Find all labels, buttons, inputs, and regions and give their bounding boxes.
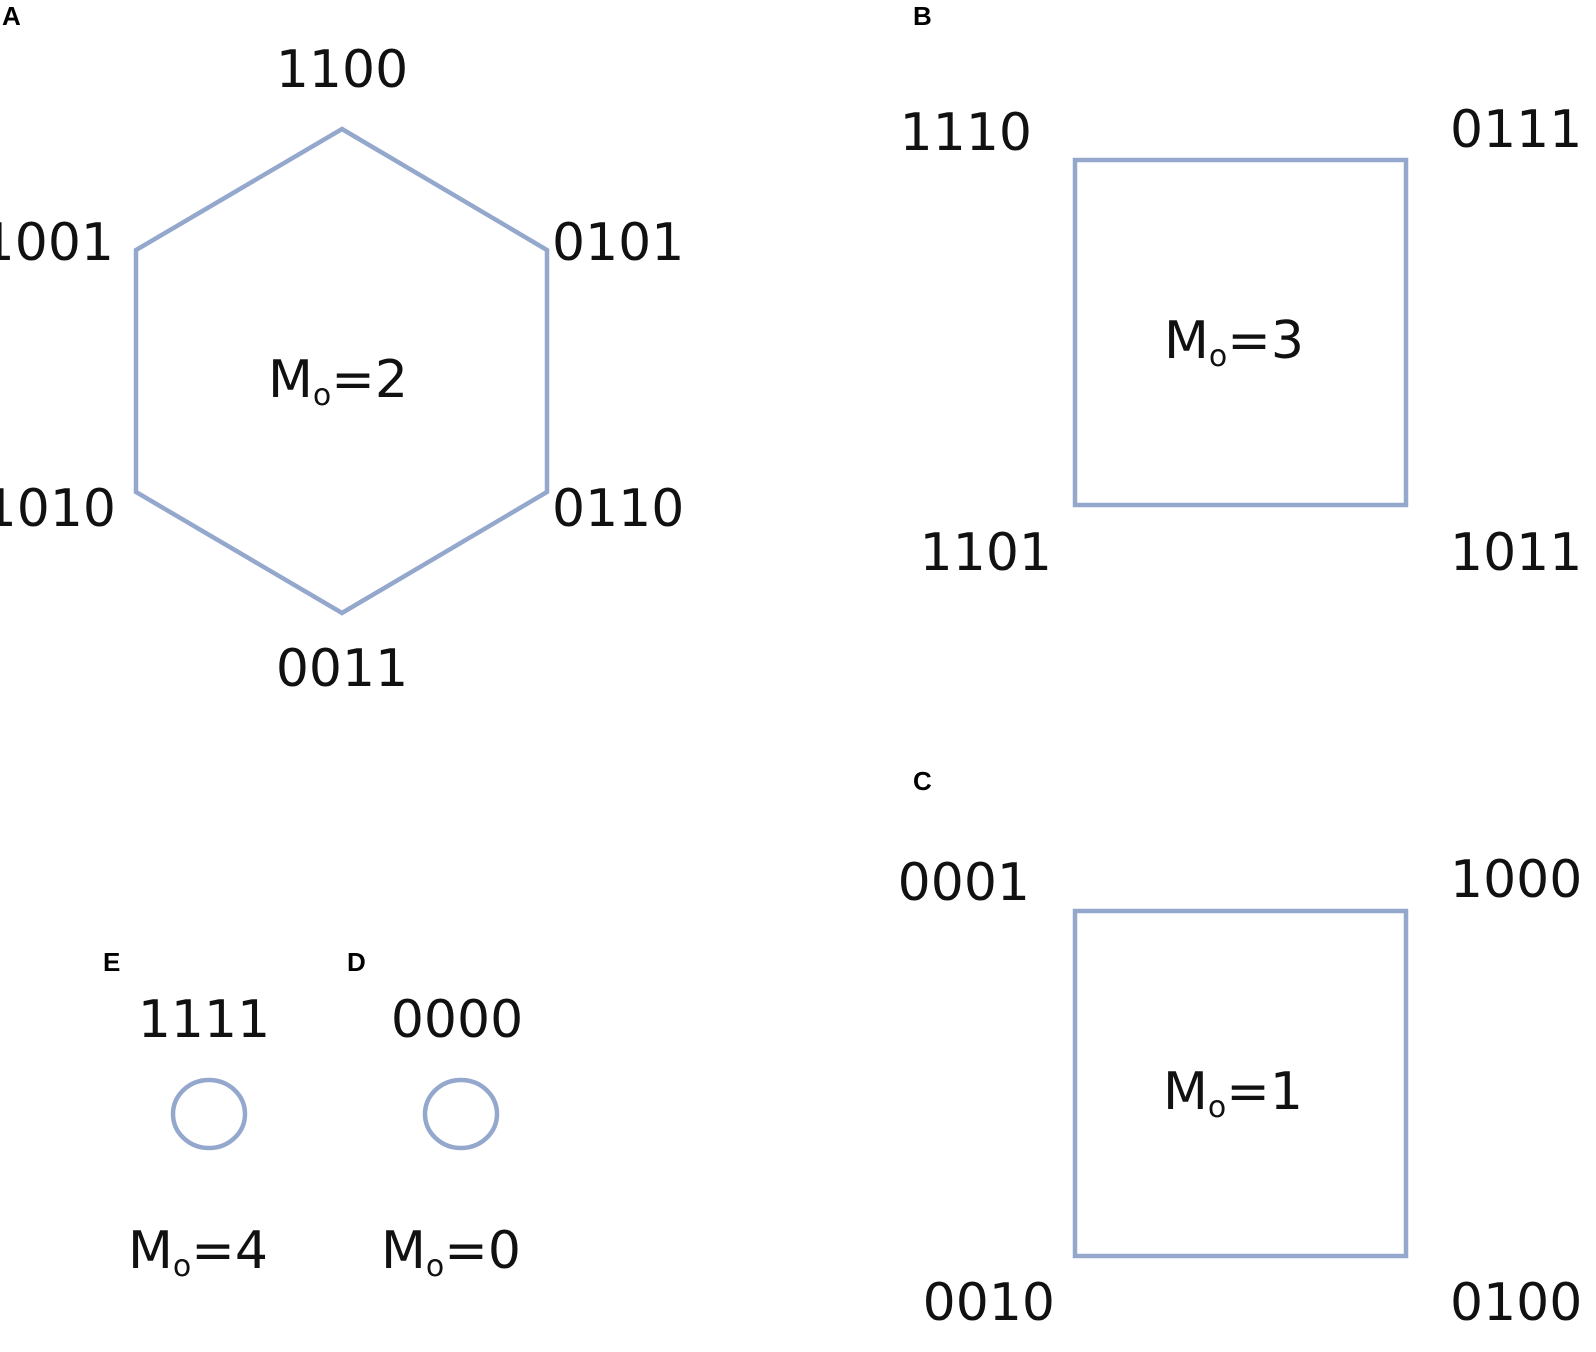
panel-d: D 0000 Mo=0	[347, 947, 523, 1284]
panel-c-state-top-right: 1000	[1450, 850, 1582, 910]
panel-d-loop	[422, 1077, 500, 1151]
panel-b: B 1110 0111 1011 1101 Mo=3	[900, 1, 1583, 583]
panel-b-letter: B	[913, 1, 932, 31]
panel-b-square	[1072, 157, 1409, 508]
panel-e: E 1111 Mo=4	[103, 947, 270, 1284]
panel-e-mo-label: Mo=4	[128, 1221, 268, 1284]
panel-a-letter: A	[2, 1, 21, 31]
panel-b-state-bottom-left: 1101	[920, 523, 1052, 583]
panel-a-state-top: 1100	[276, 40, 408, 100]
panel-c: C 0001 1000 0100 0010 Mo=1	[898, 766, 1583, 1333]
panel-e-letter: E	[103, 947, 120, 977]
panel-d-mo-label: Mo=0	[381, 1221, 521, 1284]
panel-a-mo-label: Mo=2	[268, 350, 408, 413]
panel-a-state-bottom: 0011	[276, 639, 408, 699]
panel-b-state-bottom-right: 1011	[1450, 523, 1582, 583]
panel-c-mo-label: Mo=1	[1163, 1062, 1303, 1125]
panel-c-square	[1072, 908, 1409, 1259]
panel-b-state-top-left: 1110	[900, 103, 1032, 163]
panel-a-state-lower-right: 0110	[552, 479, 684, 539]
panel-d-state: 0000	[391, 990, 523, 1050]
panel-b-mo-label: Mo=3	[1164, 311, 1304, 374]
panel-e-state: 1111	[138, 990, 270, 1050]
panel-a-state-lower-left: 1010	[0, 479, 116, 539]
panel-a-state-upper-right: 0101	[552, 213, 684, 273]
panel-e-loop	[170, 1077, 248, 1151]
panel-d-letter: D	[347, 947, 366, 977]
panel-c-state-bottom-right: 0100	[1450, 1273, 1582, 1333]
panel-b-state-top-right: 0111	[1450, 100, 1582, 160]
panel-c-state-top-left: 0001	[898, 853, 1030, 913]
panel-c-letter: C	[913, 766, 932, 796]
panel-c-state-bottom-left: 0010	[923, 1273, 1055, 1333]
panel-a-hexagon	[133, 126, 550, 616]
